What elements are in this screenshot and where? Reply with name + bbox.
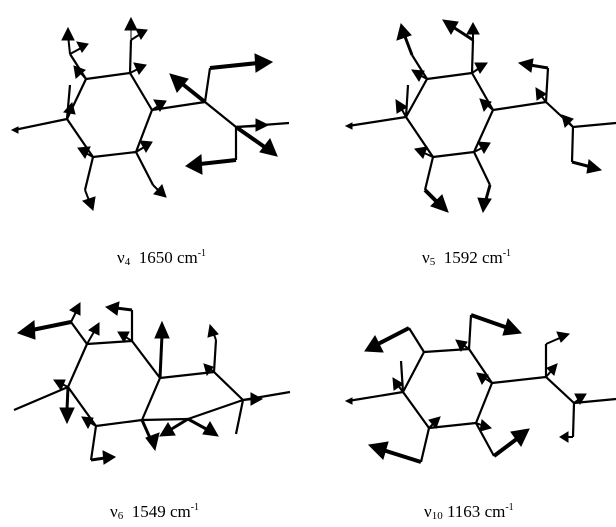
displacement-arrow (81, 416, 97, 430)
mode-symbol: ν (424, 502, 432, 521)
displacement-arrow (476, 372, 493, 386)
displacement-arrow (414, 146, 434, 159)
displacement-arrow (545, 363, 558, 378)
displacement-arrow (140, 419, 160, 452)
displacement-arrow (104, 301, 133, 316)
displacement-arrow (59, 386, 75, 425)
displacement-arrow (187, 417, 219, 437)
unit-base: cm (484, 502, 506, 521)
displacement-arrow (130, 28, 148, 41)
displacement-arrow (90, 450, 117, 465)
displacement-arrow (344, 397, 353, 405)
displacement-arrow (82, 189, 96, 211)
displacement-arrow (517, 58, 549, 73)
displacement-arrow (69, 41, 89, 55)
displacement-arrow (53, 379, 69, 392)
displacement-arrow (395, 99, 408, 118)
unit-base: cm (169, 502, 191, 521)
displacement-arrow (159, 417, 189, 437)
displacement-arrow (364, 326, 410, 353)
displacement-arrow (16, 320, 72, 340)
unit-base: cm (176, 248, 198, 267)
displacement-arrow (559, 431, 573, 443)
displacement-arrow (10, 126, 19, 134)
displacement-arrow (209, 53, 274, 73)
displacement-arrows (344, 19, 603, 214)
displacement-arrow (466, 21, 480, 40)
caption-v5: ν5 1592 cm-1 (422, 248, 511, 268)
displacement-arrow (207, 323, 219, 341)
unit-exponent: -1 (502, 248, 512, 259)
displacement-arrow (367, 441, 422, 464)
displacement-arrow (535, 87, 547, 103)
mode-symbol: ν (422, 248, 430, 267)
displacement-arrow (203, 363, 215, 377)
unit-exponent: -1 (505, 502, 514, 513)
displacement-arrow (479, 98, 494, 113)
caption-v4: ν4 1650 cm-1 (117, 248, 206, 268)
displacement-arrow (411, 69, 428, 83)
displacement-arrows (16, 301, 264, 465)
displacement-arrow (86, 322, 100, 345)
mode-diagram-v5 (344, 19, 616, 214)
displacement-arrow (561, 114, 574, 128)
unit-exponent: -1 (197, 248, 207, 259)
displacement-arrow (423, 188, 449, 213)
displacement-arrows (10, 16, 278, 211)
displacement-arrow (129, 62, 147, 75)
displacement-arrow (428, 416, 441, 429)
frequency-value: 1163 (446, 502, 481, 521)
displacement-arrow (492, 428, 530, 458)
displacement-arrow (473, 141, 491, 155)
molecule-skeleton (13, 310, 291, 461)
displacement-arrow (470, 313, 523, 336)
displacement-arrow (545, 331, 571, 345)
displacement-arrow (235, 118, 270, 132)
frequency-value: 1549 (131, 502, 166, 521)
displacement-arrows (344, 313, 587, 464)
displacement-arrow (571, 159, 603, 174)
mode-diagram-v4 (10, 16, 290, 211)
mode-index: 6 (117, 510, 124, 522)
unit-base: cm (481, 248, 503, 267)
molecule-skeleton (347, 39, 616, 191)
displacement-arrow (471, 62, 488, 74)
displacement-arrow (117, 331, 133, 344)
mode-symbol: ν (110, 502, 118, 521)
displacement-arrow (154, 320, 170, 379)
displacement-arrow (63, 101, 76, 120)
displacement-arrow (73, 65, 87, 80)
mode-diagram-v6 (13, 301, 291, 465)
displacement-arrow (61, 26, 75, 55)
displacement-arrow (573, 393, 587, 406)
frequency-value: 1592 (443, 248, 478, 267)
displacement-arrow (455, 339, 470, 353)
displacement-arrow (344, 122, 353, 130)
displacement-arrow (396, 22, 414, 56)
displacement-arrow (152, 184, 167, 198)
displacement-arrow (169, 73, 207, 104)
mode-diagram-v10 (344, 313, 616, 464)
frequency-value: 1650 (138, 248, 173, 267)
displacement-arrow (475, 419, 493, 432)
displacement-arrow (151, 99, 167, 113)
mode-index: 5 (429, 256, 436, 268)
displacement-arrow (135, 140, 153, 154)
displacement-arrow (77, 146, 94, 160)
displacement-arrow (69, 302, 81, 323)
displacement-arrow (124, 16, 138, 40)
unit-exponent: -1 (190, 502, 200, 513)
displacement-arrow (242, 392, 264, 406)
displacement-arrow (392, 377, 404, 393)
caption-v10: ν10 1163 cm-1 (424, 502, 514, 522)
mode-symbol: ν (117, 248, 125, 267)
caption-v6: ν6 1549 cm-1 (110, 502, 199, 522)
mode-index: 4 (124, 256, 131, 268)
displacement-arrow (234, 125, 278, 157)
displacement-arrow (477, 184, 492, 214)
mode-index: 10 (431, 510, 443, 522)
displacement-arrow (442, 19, 474, 42)
displacement-arrow (185, 154, 237, 175)
